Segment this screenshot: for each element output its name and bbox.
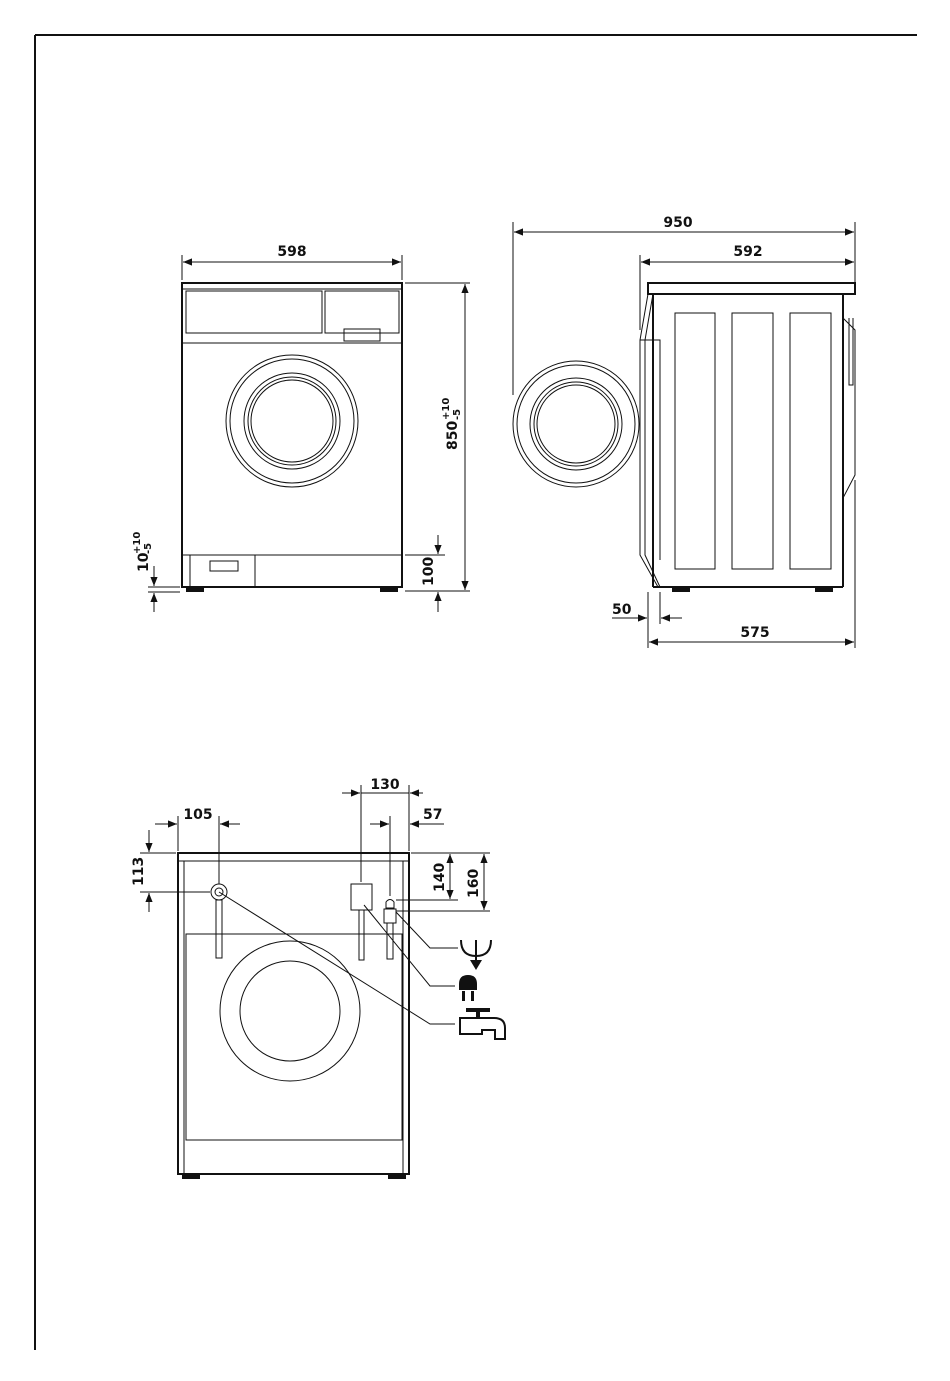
side-depth-950-dimension: 950 [513, 215, 855, 395]
rear-heights-dimension: 140 160 [396, 853, 490, 911]
height-a-label: 140 [432, 863, 448, 892]
rear-view-drawing [178, 853, 409, 1179]
depth-door-open-label: 950 [663, 215, 692, 231]
side-depth-592-dimension: 592 [640, 244, 854, 330]
rear-inlet-spacing-dimension: 130 [342, 777, 423, 882]
depth-body-label: 575 [740, 625, 769, 641]
side-offset-dimension: 50 575 [612, 480, 855, 648]
plinth-label: 100 [421, 557, 437, 586]
front-width-label: 598 [277, 244, 306, 260]
plinth-dimension: 100 [405, 535, 445, 612]
rear-drain-offset-dimension: 105 [155, 807, 240, 884]
foot-tol-minus: -5 [143, 543, 154, 554]
side-open-door [513, 361, 639, 487]
rear-leader-lines [219, 892, 458, 1024]
depth-total-label: 592 [733, 244, 762, 260]
foot-tol-plus: +10 [132, 532, 143, 554]
power-plug-icon [459, 975, 477, 1001]
height-b-label: 160 [466, 869, 482, 898]
water-tap-icon [460, 1008, 505, 1039]
inlet-spacing-label: 130 [370, 777, 399, 793]
drain-icon [461, 940, 491, 970]
front-height-tol-minus: -5 [452, 409, 463, 420]
door-offset-label: 50 [612, 602, 632, 618]
front-height-tol-plus: +10 [441, 398, 452, 420]
inlet-offset-label: 57 [423, 807, 442, 823]
front-door [226, 355, 358, 487]
foot-dimension: 10 +10 -5 [132, 532, 180, 612]
drain-offset-label: 105 [183, 807, 212, 823]
front-width-dimension: 598 [182, 244, 402, 280]
power-cable-outlet [351, 884, 372, 960]
water-inlet-connection [384, 900, 396, 960]
side-view-drawing [513, 283, 855, 592]
drain-height-label: 113 [131, 857, 147, 886]
front-height-label: 850 [445, 421, 461, 450]
front-view-drawing [182, 283, 402, 592]
foot-label: 10 [136, 552, 152, 572]
rear-drain-height-dimension: 113 [131, 830, 210, 912]
